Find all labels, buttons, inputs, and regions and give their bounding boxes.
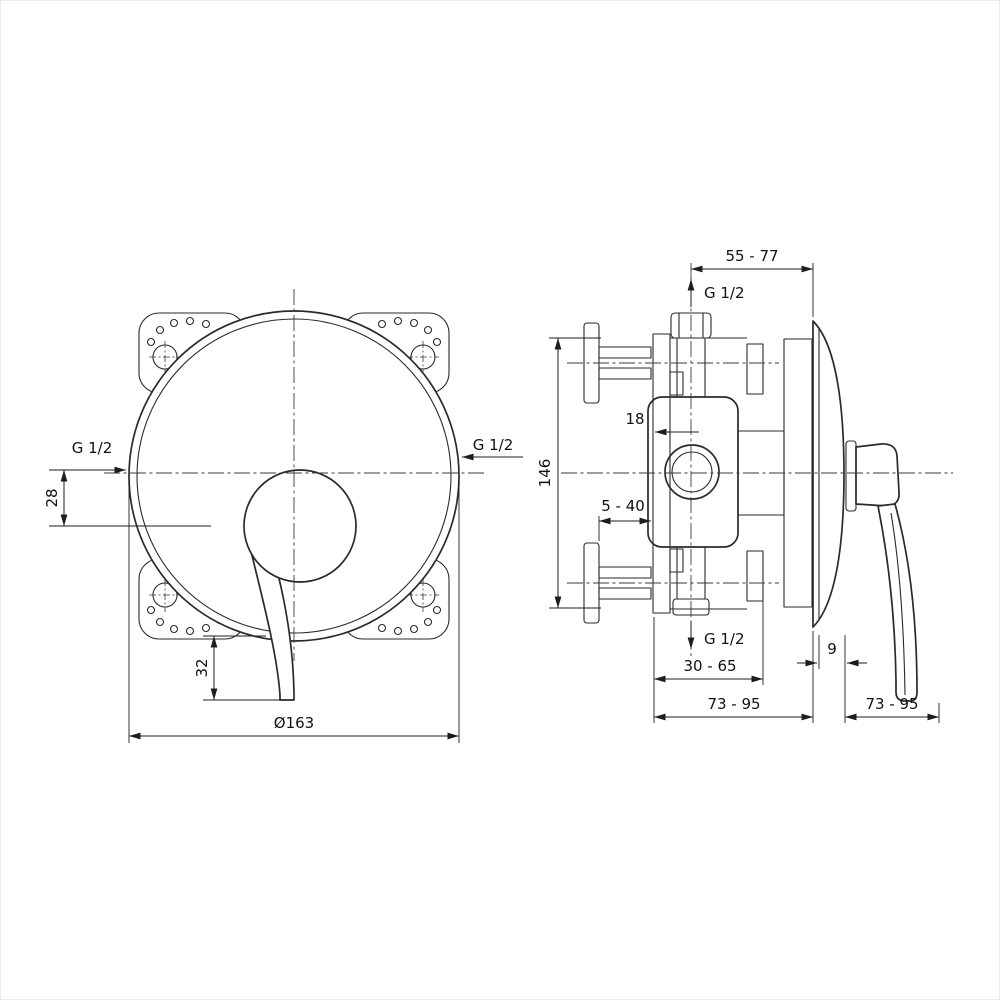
dim-5-40-label: 5 - 40 [601, 497, 645, 515]
dim-18-label: 18 [625, 410, 644, 428]
handle-blade [877, 503, 918, 702]
inlet-left-label: G 1/2 [72, 439, 113, 457]
lever-handle-front [248, 534, 295, 701]
wall-plate-profile [812, 320, 845, 628]
side-dimensions: 55 - 77 G 1/2 146 18 5 - 40 G 1/2 30 - 6… [536, 247, 940, 723]
dim-diameter-label: Ø163 [274, 714, 314, 732]
dim-32-label: 32 [193, 658, 211, 677]
valve-body [647, 396, 785, 548]
dim-73-95-left-label: 73 - 95 [707, 695, 760, 713]
dim-28-label: 28 [43, 488, 61, 507]
front-centerlines [104, 289, 484, 661]
handle-blade-edge [890, 512, 906, 696]
pipe-sections [598, 346, 652, 600]
dim-73-95-right-label: 73 - 95 [865, 695, 918, 713]
handle-collar [845, 440, 857, 512]
outlet-bottom-label: G 1/2 [704, 630, 745, 648]
dim-146-label: 146 [536, 459, 554, 488]
outlet-top-label: G 1/2 [704, 284, 745, 302]
handle-hub [855, 443, 900, 507]
side-centerlines [561, 263, 953, 656]
front-dimensions: G 1/2 G 1/2 28 32 Ø163 [43, 436, 523, 743]
handle-side [845, 440, 918, 702]
handle-base-circle [243, 469, 357, 583]
mounting-plate-edge [652, 333, 671, 614]
side-view: 55 - 77 G 1/2 146 18 5 - 40 G 1/2 30 - 6… [536, 247, 953, 723]
wall-sections [746, 343, 764, 602]
front-view: G 1/2 G 1/2 28 32 Ø163 [43, 289, 523, 743]
inlet-right-label: G 1/2 [473, 436, 514, 454]
dim-55-77-label: 55 - 77 [725, 247, 778, 265]
dim-9-label: 9 [827, 640, 837, 658]
top-connection [670, 312, 712, 397]
dim-30-65-label: 30 - 65 [683, 657, 736, 675]
